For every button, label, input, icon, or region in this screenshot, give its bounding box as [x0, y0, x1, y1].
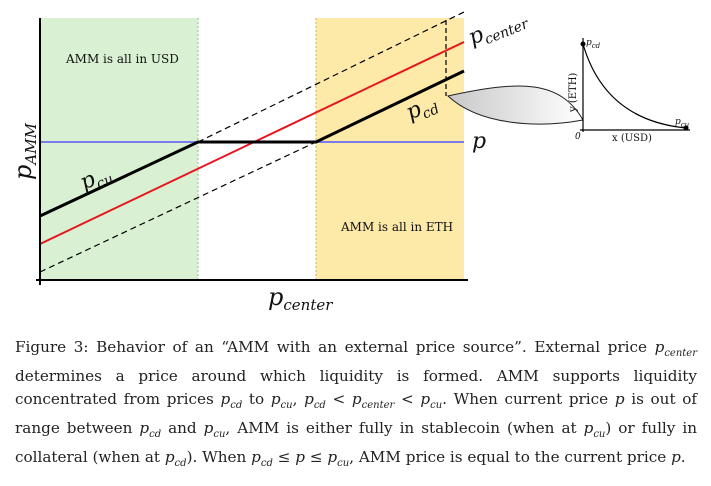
svg-text:pAMM: pAMM	[9, 122, 40, 180]
inset-curve	[582, 43, 687, 129]
pcenter-line-label: pcenter	[465, 4, 532, 53]
usd-region-label: AMM is all in USD	[65, 52, 179, 66]
svg-text:y (ETH): y (ETH)	[568, 73, 579, 113]
lower-dashed-line	[39, 141, 317, 273]
eth-region	[316, 18, 464, 280]
p-line-label: p	[472, 129, 486, 154]
inset-connector	[446, 85, 584, 125]
inset-origin-label: 0	[575, 132, 581, 142]
inset-plot: pcd pcu 0 y (ETH) x (USD)	[568, 38, 690, 144]
usd-region	[40, 18, 198, 280]
inset-x-label: x (USD)	[612, 133, 652, 144]
inset-top-label: pcd	[586, 38, 601, 50]
inset-top-point	[580, 41, 586, 47]
y-axis-label: pAMM	[9, 122, 40, 180]
inset-y-label: y (ETH)	[568, 73, 579, 113]
figure-caption: Figure 3: Behavior of an “AMM with an ex…	[15, 338, 697, 470]
svg-text:pcenter: pcenter	[465, 4, 532, 53]
x-axis-label: pcenter	[268, 283, 333, 314]
amm-price-line	[39, 69, 465, 218]
eth-region-label: AMM is all in ETH	[340, 220, 453, 234]
amm-figure: AMM is all in USD AMM is all in ETH pAMM…	[9, 4, 690, 314]
inset-right-label: pcu	[675, 117, 690, 129]
inset-right-point	[683, 125, 689, 131]
